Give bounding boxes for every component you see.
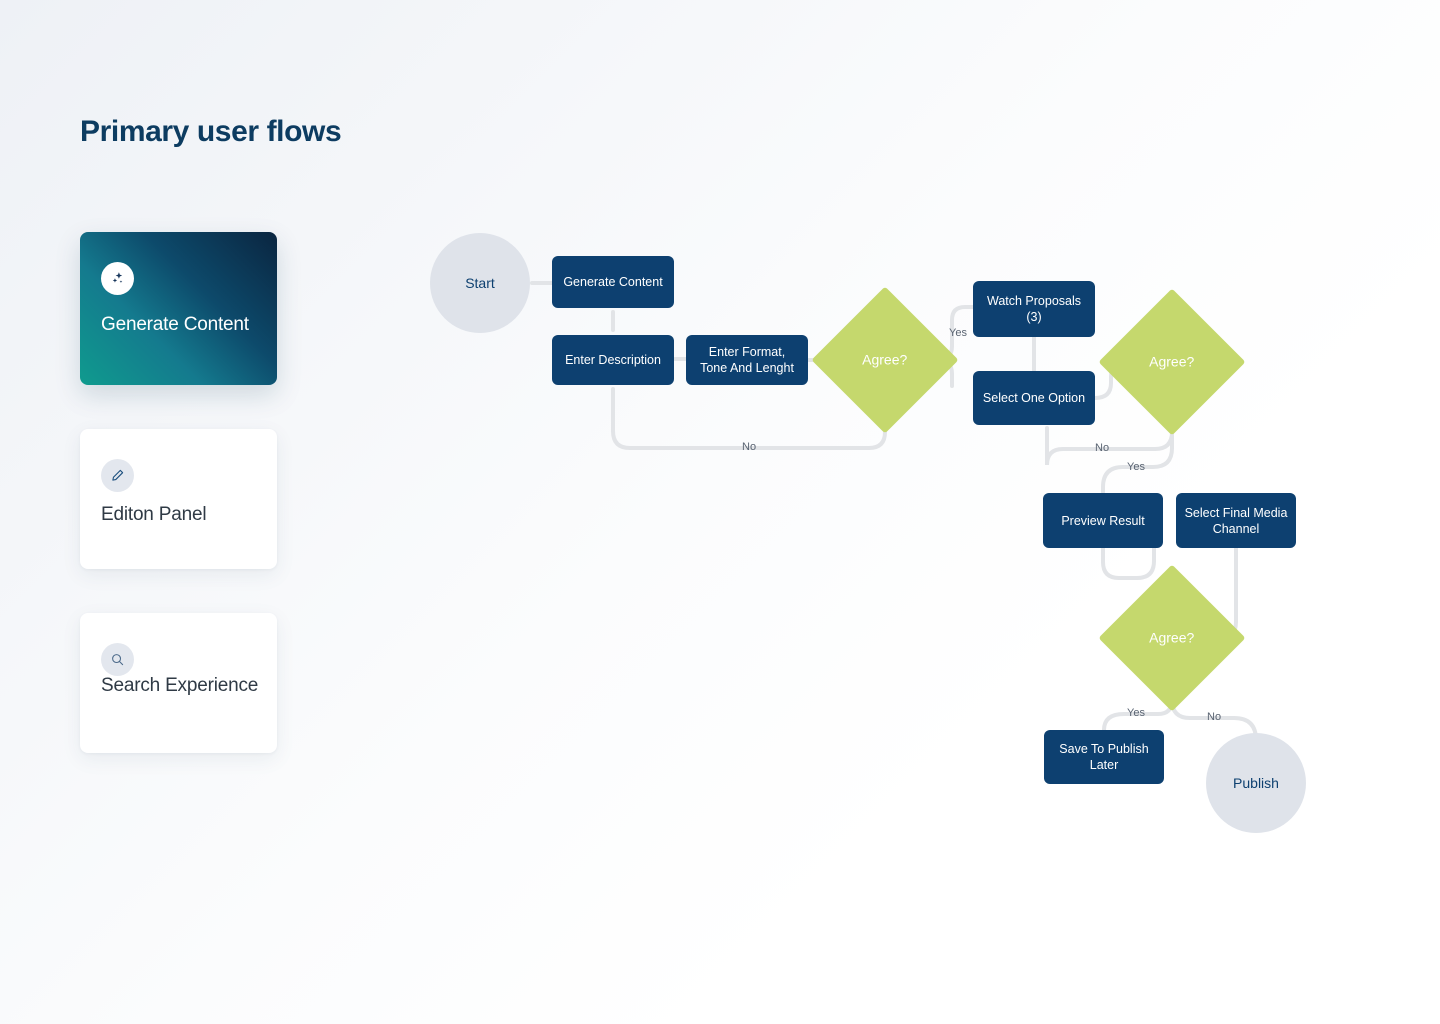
flow-node-save-to-publish-later[interactable]: Save To Publish Later xyxy=(1044,730,1164,784)
flow-node-label: Watch Proposals (3) xyxy=(986,294,1082,324)
flow-node-agree-3[interactable]: Agree? xyxy=(1098,564,1246,712)
flow-node-label: Preview Result xyxy=(1061,513,1145,528)
flow-node-generate-content[interactable]: Generate Content xyxy=(552,256,674,308)
flow-node-label: Select One Option xyxy=(982,391,1086,405)
page-title: Primary user flows xyxy=(80,115,342,148)
sidebar-card-label: Generate Content xyxy=(101,314,249,335)
flow-node-label: Select Final Media Channel xyxy=(1184,505,1288,536)
edge-label-no-3: No xyxy=(1207,711,1222,723)
edge-label-no-2: No xyxy=(1095,442,1110,454)
pencil-icon xyxy=(101,459,134,492)
flow-node-publish[interactable]: Publish xyxy=(1206,733,1306,833)
flow-node-agree-2[interactable]: Agree? xyxy=(1098,288,1246,436)
edge-label-yes-1: Yes xyxy=(949,327,967,339)
flow-node-label: Enter Description xyxy=(565,353,661,367)
sparkle-icon xyxy=(101,262,134,295)
flow-node-label: Agree? xyxy=(862,352,908,368)
edge-label-yes-2: Yes xyxy=(1127,461,1145,473)
flow-node-label: Generate Content xyxy=(563,275,663,289)
sidebar-card-editon-panel[interactable]: Editon Panel xyxy=(80,429,277,569)
flow-node-select-final-media-channel[interactable]: Select Final Media Channel xyxy=(1176,493,1296,548)
flow-node-enter-format[interactable]: Enter Format, Tone And Lenght xyxy=(686,335,808,385)
edge-label-no-1: No xyxy=(742,441,757,453)
flow-node-label: Start xyxy=(465,275,495,291)
flow-node-label: Agree? xyxy=(1149,354,1195,370)
search-icon xyxy=(101,643,134,676)
flow-node-enter-description[interactable]: Enter Description xyxy=(552,335,674,385)
flow-node-preview-result[interactable]: Preview Result xyxy=(1043,493,1163,548)
flow-node-label: Publish xyxy=(1233,775,1279,791)
sidebar-card-search-experience[interactable]: Search Experience xyxy=(80,613,277,753)
sidebar: Generate Content Editon Panel Search Exp… xyxy=(80,232,277,797)
flow-node-label: Enter Format, Tone And Lenght xyxy=(700,345,794,375)
sidebar-card-label: Search Experience xyxy=(101,675,259,696)
edge-label-yes-3: Yes xyxy=(1127,707,1145,719)
flow-node-label: Save To Publish Later xyxy=(1059,742,1149,772)
flow-node-watch-proposals[interactable]: Watch Proposals (3) xyxy=(973,281,1095,337)
flow-node-agree-1[interactable]: Agree? xyxy=(811,286,959,434)
sidebar-card-label: Editon Panel xyxy=(101,504,207,525)
sidebar-card-generate-content[interactable]: Generate Content xyxy=(80,232,277,385)
flow-node-start[interactable]: Start xyxy=(430,233,530,333)
flow-node-label: Agree? xyxy=(1149,630,1195,646)
flow-node-select-one-option[interactable]: Select One Option xyxy=(973,371,1095,425)
